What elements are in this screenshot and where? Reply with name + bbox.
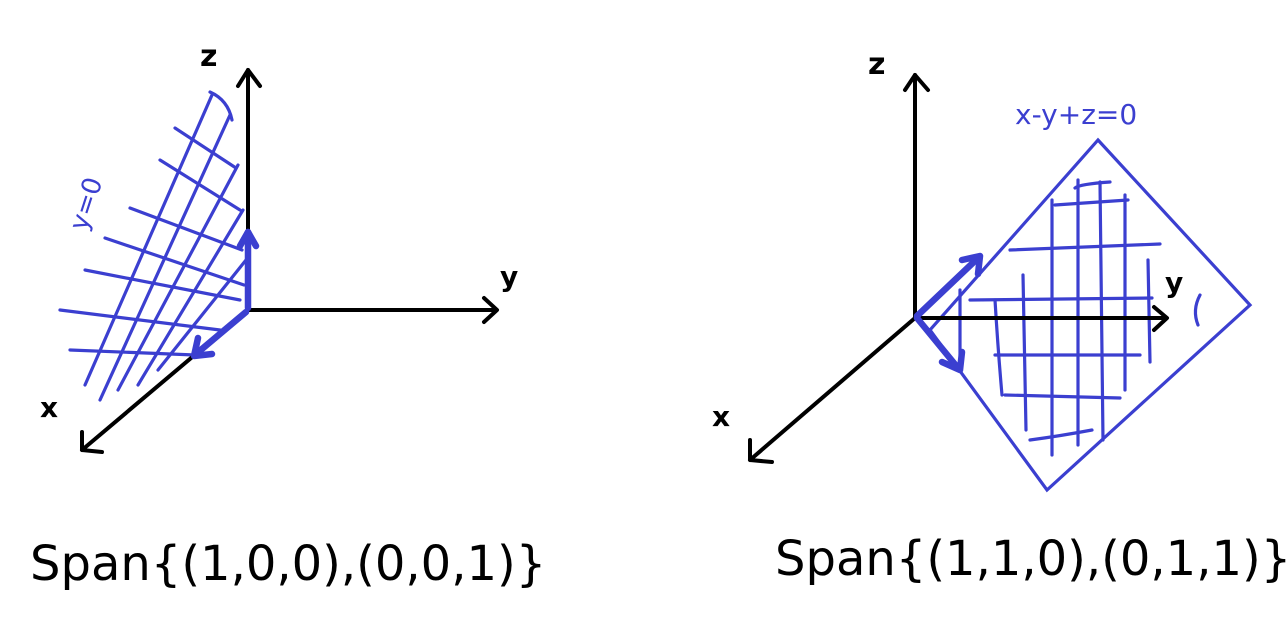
left-x-label: x — [40, 391, 58, 424]
right-vector-2 — [913, 314, 962, 372]
left-plane-label: y=0 — [64, 174, 109, 234]
right-x-label: x — [712, 400, 730, 433]
right-y-label: y — [1165, 266, 1183, 299]
right-plane-grid — [958, 178, 1202, 457]
right-x-axis — [748, 316, 917, 462]
right-x-arrowhead — [748, 438, 774, 464]
left-plane-grid — [58, 90, 248, 402]
right-basis-vectors — [913, 252, 984, 374]
right-plane-boundary — [927, 137, 1253, 493]
left-x-arrowhead — [80, 430, 104, 454]
left-z-arrowhead — [236, 68, 262, 88]
right-z-label: z — [868, 47, 885, 82]
right-z-arrowhead — [903, 73, 930, 92]
right-y-arrowhead — [1152, 305, 1169, 332]
right-panel: z y x x-y+z=0 Span{(1,1,0),(0,1,1)} — [712, 47, 1287, 587]
right-vector-1 — [913, 254, 982, 320]
left-vector-x — [192, 308, 250, 358]
right-plane-label: x-y+z=0 — [1015, 98, 1137, 131]
left-y-label: y — [500, 260, 518, 293]
left-basis-vectors — [190, 228, 260, 360]
left-caption: Span{(1,0,0),(0,0,1)} — [30, 536, 546, 592]
left-panel: z y x y=0 Span{(1,0,0),(0,0,1)} — [30, 39, 546, 592]
left-z-label: z — [200, 39, 217, 74]
left-y-arrowhead — [482, 296, 499, 324]
right-caption: Span{(1,1,0),(0,1,1)} — [775, 531, 1287, 587]
